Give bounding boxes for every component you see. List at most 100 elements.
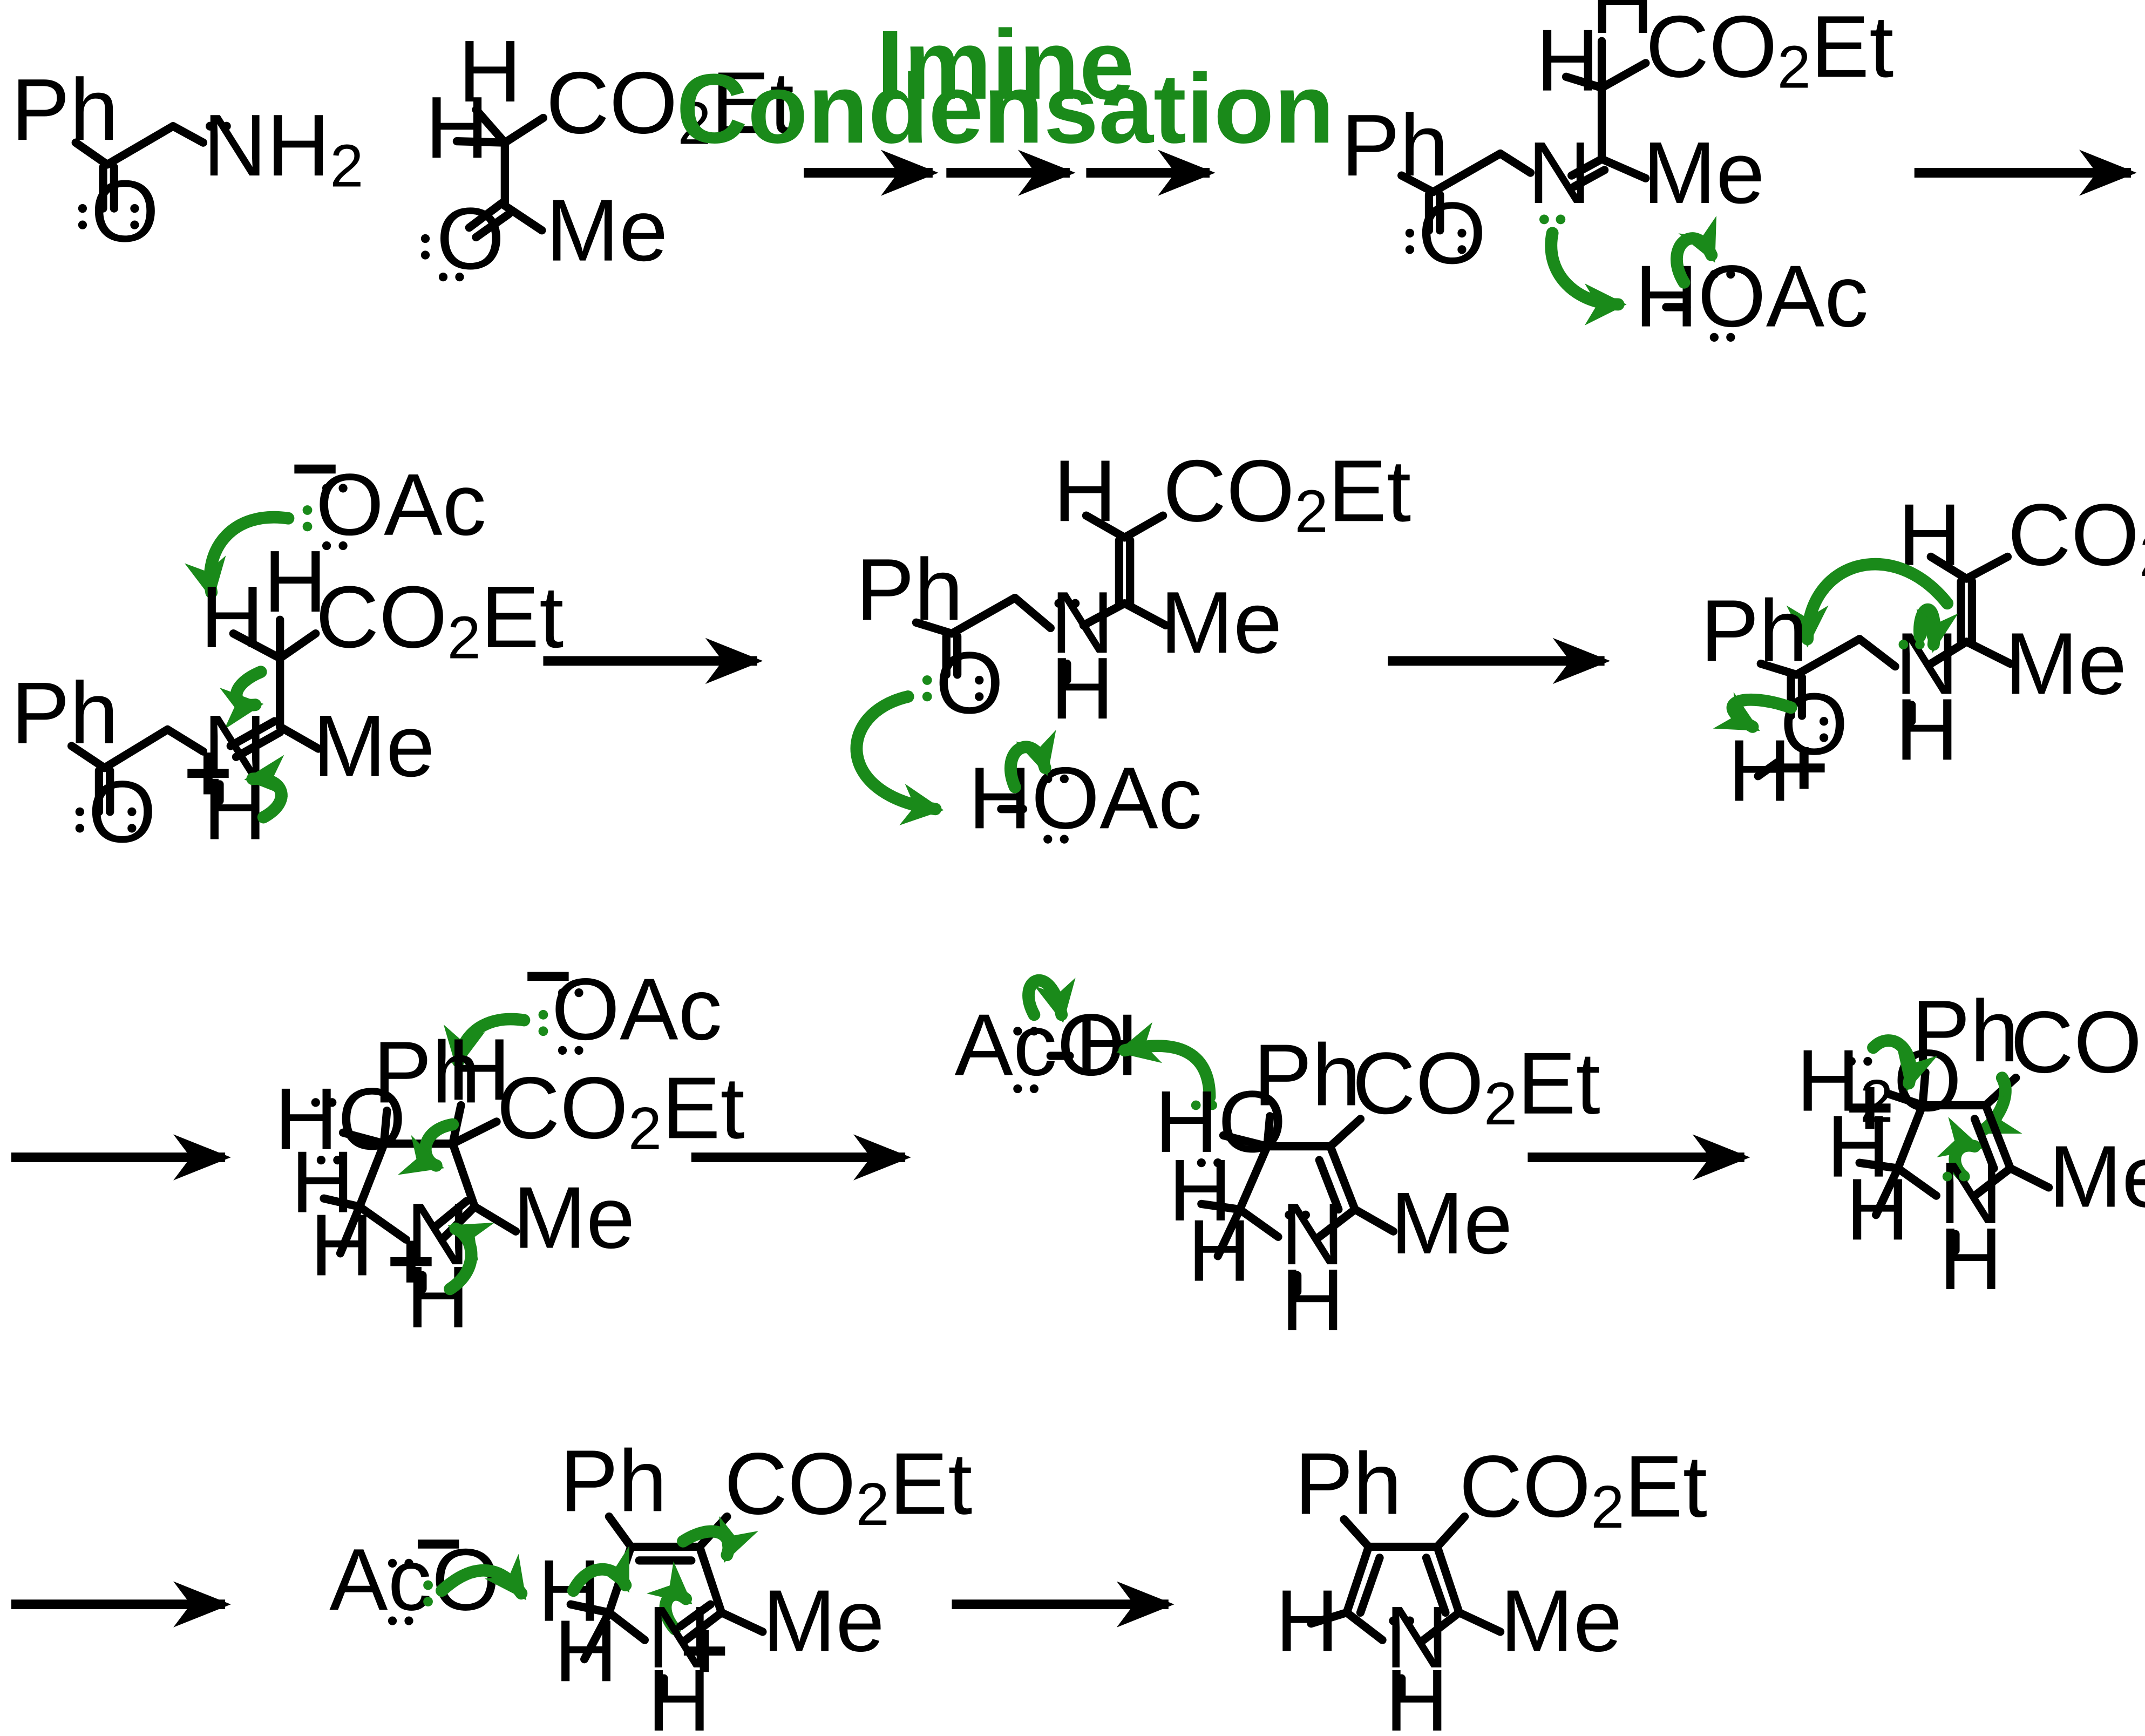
svg-text:N: N: [1050, 574, 1114, 672]
svg-text:−: −: [524, 930, 572, 1021]
svg-text:−: −: [291, 423, 339, 514]
svg-text:CO2Et: CO2Et: [1459, 1438, 1707, 1541]
curly-arrow: [443, 1013, 531, 1070]
svg-text:H: H: [1536, 12, 1599, 110]
svg-text:H: H: [968, 749, 1031, 847]
curly-arrow: [397, 1118, 459, 1175]
svg-text:H: H: [1939, 1210, 2002, 1308]
svg-text:CO2Et: CO2Et: [2007, 486, 2145, 589]
curly-arrow: [219, 666, 267, 730]
svg-text:Me: Me: [1501, 1572, 1623, 1670]
curly-arrow: [244, 755, 288, 824]
curly-arrow: [1975, 1072, 2022, 1136]
curly-arrow: [1545, 227, 1627, 326]
curly-arrow: [185, 511, 295, 601]
svg-text:O: O: [1418, 185, 1486, 282]
svg-text:Me: Me: [763, 1572, 885, 1670]
svg-text:Ph: Ph: [11, 664, 119, 762]
svg-text:H: H: [458, 23, 521, 120]
svg-text:Me: Me: [2049, 1128, 2145, 1225]
svg-text:Me: Me: [313, 697, 435, 795]
svg-text:O: O: [88, 763, 156, 861]
curly-arrow: [1713, 691, 1797, 733]
svg-text:OAc: OAc: [1031, 749, 1202, 847]
svg-text:H: H: [1050, 640, 1114, 737]
svg-text:N: N: [648, 1589, 711, 1686]
svg-text:H: H: [1169, 1142, 1232, 1239]
ethyl-acetoacetate-molecule: H H CO2Et O Me: [420, 23, 795, 288]
svg-text:CO2Et: CO2Et: [1646, 0, 1894, 101]
svg-text:H: H: [1281, 1251, 1344, 1349]
svg-text:H: H: [200, 568, 263, 666]
svg-text:CO2Et: CO2Et: [2011, 994, 2145, 1096]
oxonium-dihydropyrrole: Ph H2O + CO2Et N H Me H H: [1796, 982, 2145, 1308]
svg-text:H: H: [1827, 1098, 1890, 1196]
svg-text:OAc: OAc: [552, 961, 722, 1059]
svg-text:OAc: OAc: [1698, 248, 1868, 345]
curly-arrow: [1004, 730, 1056, 794]
curly-arrow: [444, 1222, 495, 1296]
svg-text:Me: Me: [1160, 574, 1282, 672]
svg-text:O: O: [436, 190, 504, 288]
curly-arrow: [1671, 215, 1718, 289]
svg-text:Ph: Ph: [560, 1432, 667, 1530]
svg-text:H: H: [406, 1249, 469, 1346]
svg-text:+: +: [1846, 1061, 1894, 1153]
carbonyl-oxygen-label: O: [91, 162, 159, 260]
curly-arrow: [1867, 1034, 1938, 1091]
svg-text:O: O: [935, 634, 1003, 732]
svg-text:Ph: Ph: [1295, 1435, 1402, 1532]
cyclized-iminium: − OAc Ph H CO2Et HO N + H Me H H: [275, 930, 745, 1346]
svg-text:Ph: Ph: [856, 541, 963, 639]
svg-text:CO2Et: CO2Et: [1352, 1035, 1600, 1137]
amine-label: NH2: [203, 97, 363, 199]
enamine-intermediate: H CO2Et Me N H Ph O H OAc: [850, 442, 1411, 847]
condensation-label-line1: Imine: [877, 9, 1135, 120]
svg-text:H: H: [1895, 681, 1958, 778]
svg-text:N: N: [1281, 1185, 1344, 1283]
svg-text:Ph: Ph: [1700, 582, 1808, 680]
iminium-intermediate: − OAc H H CO2Et Me N + H Ph O: [11, 423, 564, 861]
protonated-ketone-enamine: H CO2Et Me N H Ph O + H: [1700, 486, 2145, 820]
curly-arrow: [1116, 1022, 1216, 1103]
svg-text:N: N: [1385, 1589, 1448, 1686]
svg-text:H: H: [263, 533, 327, 630]
svg-text:Me: Me: [1643, 124, 1765, 222]
svg-text:H: H: [447, 1021, 511, 1118]
curly-arrow: [646, 1561, 693, 1636]
pyrrolium-intermediate: AcO − Ph CO2Et N + H Me H H: [329, 1432, 972, 1736]
svg-text:H: H: [1635, 248, 1698, 345]
svg-text:+: +: [387, 1215, 435, 1307]
svg-text:H: H: [1728, 722, 1791, 820]
svg-text:N: N: [1939, 1144, 2002, 1242]
curly-arrow: [850, 690, 944, 825]
svg-text:Ph: Ph: [1341, 97, 1449, 194]
ester-label: CO2Et: [546, 54, 795, 157]
svg-text:Me: Me: [1390, 1175, 1512, 1272]
curly-arrow: [1913, 603, 1958, 653]
svg-text:CO2Et: CO2Et: [316, 568, 564, 671]
curly-arrow: [677, 1516, 759, 1563]
aminoacetophenone-molecule: Ph O NH2: [11, 61, 364, 260]
svg-text:CO2Et: CO2Et: [1163, 442, 1411, 545]
svg-text:Ph: Ph: [1253, 1026, 1361, 1124]
pyrrole-product: Ph CO2Et N H Me H: [1275, 1435, 1707, 1736]
svg-text:H: H: [1275, 1572, 1339, 1670]
hydroxy-dihydropyrrole: AcO H HO Ph CO2Et N H Me H H: [955, 974, 1600, 1349]
svg-text:OAc: OAc: [316, 456, 486, 554]
curly-arrow: [1937, 1117, 1983, 1183]
curly-arrow: [1786, 558, 1954, 648]
svg-text:O: O: [1780, 675, 1848, 773]
svg-text:Me: Me: [546, 182, 668, 280]
svg-text:AcO: AcO: [329, 1531, 500, 1629]
svg-text:Me: Me: [513, 1169, 635, 1267]
curly-arrow: [567, 1545, 632, 1597]
curly-arrow: [1022, 974, 1076, 1023]
svg-text:H: H: [648, 1652, 711, 1736]
curly-arrow: [436, 1554, 528, 1601]
condensation-label-line2: Condensation: [676, 53, 1334, 164]
svg-text:H: H: [425, 79, 488, 177]
svg-text:H: H: [1385, 1652, 1448, 1736]
svg-text:+: +: [680, 1604, 728, 1696]
svg-text:Me: Me: [2005, 615, 2127, 713]
